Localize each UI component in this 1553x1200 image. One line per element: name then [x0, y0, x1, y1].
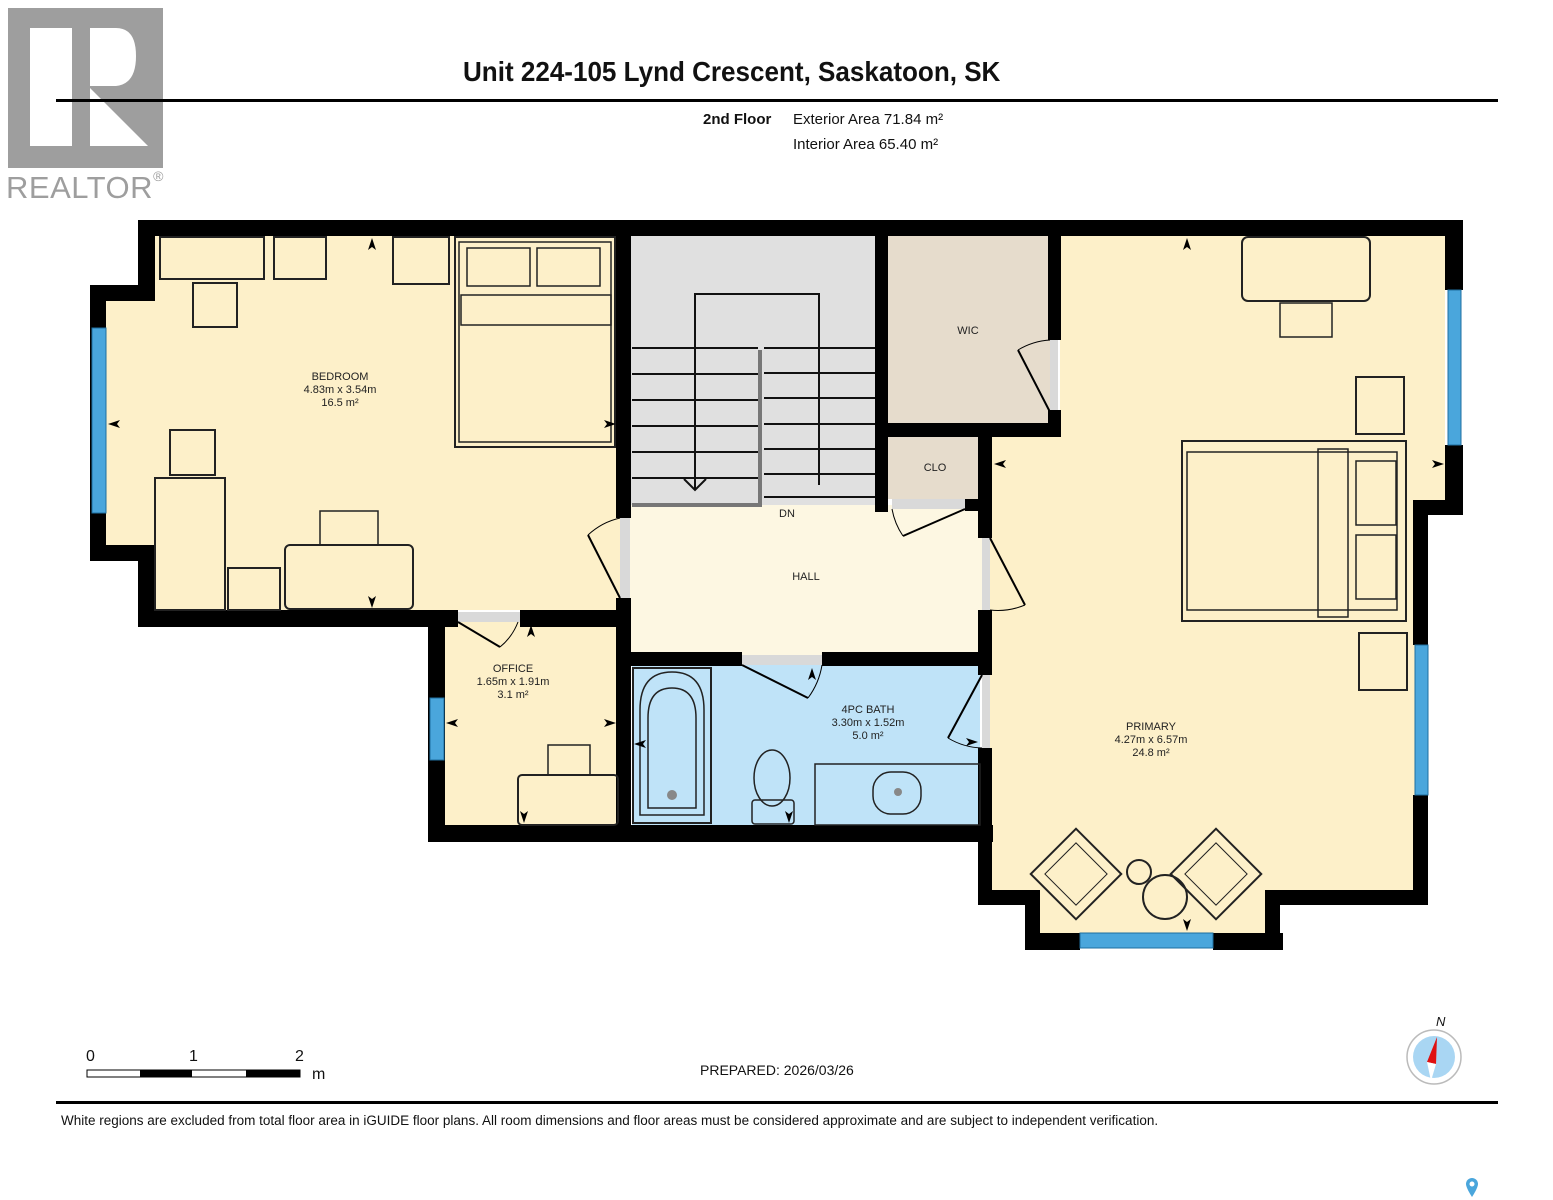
bedroom-area: [105, 235, 620, 610]
realtor-logo: [8, 8, 163, 168]
room-labels: BEDROOM 4.83m x 3.54m 16.5 m² OFFICE 1.6…: [304, 325, 1188, 759]
primary-name: PRIMARY: [1126, 721, 1177, 733]
office-name: OFFICE: [493, 663, 533, 675]
fixtures: [667, 788, 902, 800]
scale-tick-2: 2: [295, 1048, 304, 1065]
dimension-markers: [108, 238, 1444, 931]
primary-window-bottom: [1079, 932, 1214, 949]
disclaimer-text: White regions are excluded from total fl…: [61, 1113, 1159, 1128]
prepared-date: PREPARED: 2026/03/26: [700, 1062, 854, 1078]
bath-dims: 3.30m x 1.52m: [832, 717, 905, 729]
realtor-r-icon: [30, 28, 148, 146]
hall-name: HALL: [792, 571, 820, 583]
realtor-wordmark: REALTOR®: [6, 168, 164, 205]
primary-window-upper: [1447, 289, 1462, 446]
hall-area: [630, 505, 985, 655]
bath-area: [632, 665, 980, 825]
stairs-area: [630, 235, 875, 505]
compass-north-icon: [1406, 1029, 1462, 1085]
walls: [90, 220, 1463, 950]
scale-bar: [86, 1069, 301, 1078]
interior-area: Interior Area 65.40 m²: [793, 136, 939, 153]
primary-area-label: 24.8 m²: [1132, 747, 1170, 759]
exterior-area: Exterior Area 71.84 m²: [793, 111, 944, 128]
clo-name: CLO: [924, 462, 947, 474]
office-dims: 1.65m x 1.91m: [477, 676, 550, 688]
furniture: [154, 236, 1408, 921]
scale-unit: m: [312, 1066, 326, 1083]
bedroom-dims: 4.83m x 3.54m: [304, 384, 377, 396]
stairs-down-label: DN: [779, 508, 795, 520]
office-area: [443, 622, 618, 825]
clo-area: [888, 437, 978, 499]
wic-name: WIC: [957, 325, 978, 337]
bath-name: 4PC BATH: [842, 704, 895, 716]
office-window: [429, 697, 445, 761]
bedroom-window: [91, 327, 107, 514]
floor-label: 2nd Floor: [703, 111, 772, 128]
windows: [91, 289, 1462, 949]
door-openings: [458, 340, 1058, 748]
scale-tick-1: 1: [189, 1048, 198, 1065]
bath-area-label: 5.0 m²: [852, 730, 884, 742]
door-swings: [457, 339, 1051, 749]
staircase: [632, 293, 875, 507]
primary-dims: 4.27m x 6.57m: [1115, 734, 1188, 746]
scale-tick-0: 0: [86, 1048, 95, 1065]
compass-north-label: N: [1436, 1014, 1446, 1029]
office-area-label: 3.1 m²: [497, 689, 529, 701]
floor-plan: BEDROOM 4.83m x 3.54m 16.5 m² OFFICE 1.6…: [90, 220, 1463, 950]
page-title: Unit 224-105 Lynd Crescent, Saskatoon, S…: [463, 56, 1001, 87]
wic-area: [888, 235, 1050, 425]
primary-area: [990, 235, 1445, 935]
map-pin-icon[interactable]: [1464, 1177, 1480, 1199]
primary-window-lower: [1414, 644, 1429, 796]
header-divider: [56, 99, 1498, 102]
footer-divider: [56, 1101, 1498, 1104]
bedroom-name: BEDROOM: [312, 371, 369, 383]
bedroom-area-label: 16.5 m²: [321, 397, 359, 409]
room-fills: [105, 235, 1445, 935]
